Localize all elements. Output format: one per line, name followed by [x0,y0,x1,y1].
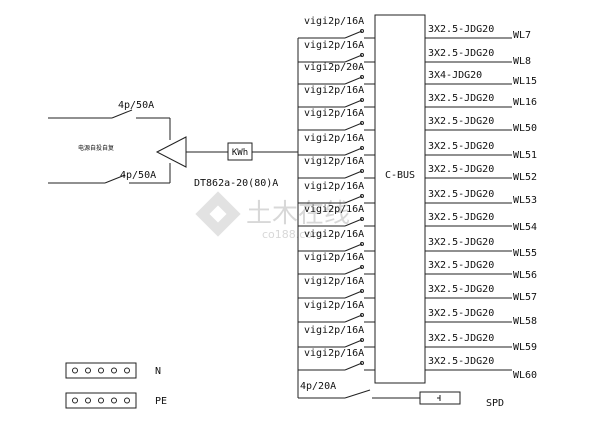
circuit-breaker-label: vigi2p/16A [304,156,364,167]
meter-model-label: DT862a-20(80)A [194,178,278,189]
pe-terminal-label: PE [155,396,167,407]
circuit-id-label: WL51 [513,150,537,161]
circuit-cable-label: 3X2.5-JDG20 [428,164,494,175]
pe-terminal-block [65,392,137,409]
outgoing-circuits: vigi2p/16A3X2.5-JDG20WL7vigi2p/16A3X2.5-… [298,16,537,381]
circuit-breaker-label: vigi2p/16A [304,85,364,96]
circuit-cable-label: 3X2.5-JDG20 [428,356,494,367]
circuit-cable-label: 3X2.5-JDG20 [428,260,494,271]
terminal-blocks: N PE [65,362,167,409]
circuit-breaker-label: vigi2p/16A [304,276,364,287]
circuit-cable-label: 3X2.5-JDG20 [428,189,494,200]
terminal-screw [124,397,130,404]
circuit-cable-label: 3X2.5-JDG20 [428,48,494,59]
circuit-cable-label: 3X2.5-JDG20 [428,212,494,223]
circuit-id-label: WL56 [513,270,537,281]
terminal-screw [111,397,117,404]
circuit-id-label: WL7 [513,30,531,41]
circuit-row: vigi2p/16A 3X2.5-JDG20 WL16 [298,85,537,108]
circuit-breaker-label: vigi2p/16A [304,229,364,240]
circuit-breaker-label: vigi2p/16A [304,348,364,359]
watermark-url: co188.com [262,228,323,241]
circuit-id-label: WL15 [513,76,537,87]
spd-branch: 4p/20A SPD [298,381,504,409]
circuit-breaker-label: vigi2p/16A [304,325,364,336]
circuit-id-label: WL57 [513,292,537,303]
circuit-cable-label: 3X2.5-JDG20 [428,284,494,295]
source-transfer-label: 电源自投自复 [78,144,114,152]
circuit-id-label: WL50 [513,123,537,134]
terminal-screw [85,367,91,374]
circuit-breaker-label: vigi2p/16A [304,181,364,192]
circuit-breaker-label: vigi2p/16A [304,16,364,27]
circuit-breaker-label: vigi2p/16A [304,133,364,144]
terminal-screw [72,397,78,404]
circuit-cable-label: 3X2.5-JDG20 [428,93,494,104]
terminal-screw [111,367,117,374]
circuit-id-label: WL8 [513,56,531,67]
circuit-cable-label: 3X2.5-JDG20 [428,141,494,152]
circuit-cable-label: 3X2.5-JDG20 [428,308,494,319]
circuit-id-label: WL59 [513,342,537,353]
circuit-cable-label: 3X2.5-JDG20 [428,116,494,127]
circuit-id-label: WL16 [513,97,537,108]
terminal-screw [124,367,130,374]
circuit-breaker-label: vigi2p/20A [304,62,364,73]
kwh-meter-label: KWh [232,148,248,158]
c-bus-bar [374,14,426,384]
spd-breaker-label: 4p/20A [300,381,336,392]
circuit-id-label: WL54 [513,222,537,233]
circuit-id-label: WL52 [513,172,537,183]
terminal-screw [98,367,104,374]
circuit-cable-label: 3X4-JDG20 [428,70,482,81]
n-terminal-block [65,362,137,379]
circuit-cable-label: 3X2.5-JDG20 [428,237,494,248]
terminal-screw [98,397,104,404]
circuit-id-label: WL55 [513,248,537,259]
n-terminal-label: N [155,366,161,377]
spd-device [419,391,461,405]
circuit-id-label: WL60 [513,370,537,381]
incoming-breaker-bottom-label: 4p/50A [120,170,156,181]
c-bus-label: C-BUS [385,170,415,181]
circuit-breaker-label: vigi2p/16A [304,204,364,215]
circuit-id-label: WL58 [513,316,537,327]
circuit-id-label: WL53 [513,195,537,206]
transfer-switch-symbol [155,136,187,168]
incoming-section: KWh 4p/50A 4p/50A 电源自投自复 DT862a-20(80)A [48,100,298,189]
terminal-screw [85,397,91,404]
spd-label: SPD [486,398,504,409]
terminal-screw [72,367,78,374]
circuit-breaker-label: vigi2p/16A [304,300,364,311]
incoming-breaker-top-label: 4p/50A [118,100,154,111]
circuit-breaker-label: vigi2p/16A [304,40,364,51]
circuit-breaker-label: vigi2p/16A [304,108,364,119]
circuit-cable-label: 3X2.5-JDG20 [428,24,494,35]
circuit-breaker-label: vigi2p/16A [304,252,364,263]
circuit-cable-label: 3X2.5-JDG20 [428,333,494,344]
watermark-logo [195,191,241,237]
